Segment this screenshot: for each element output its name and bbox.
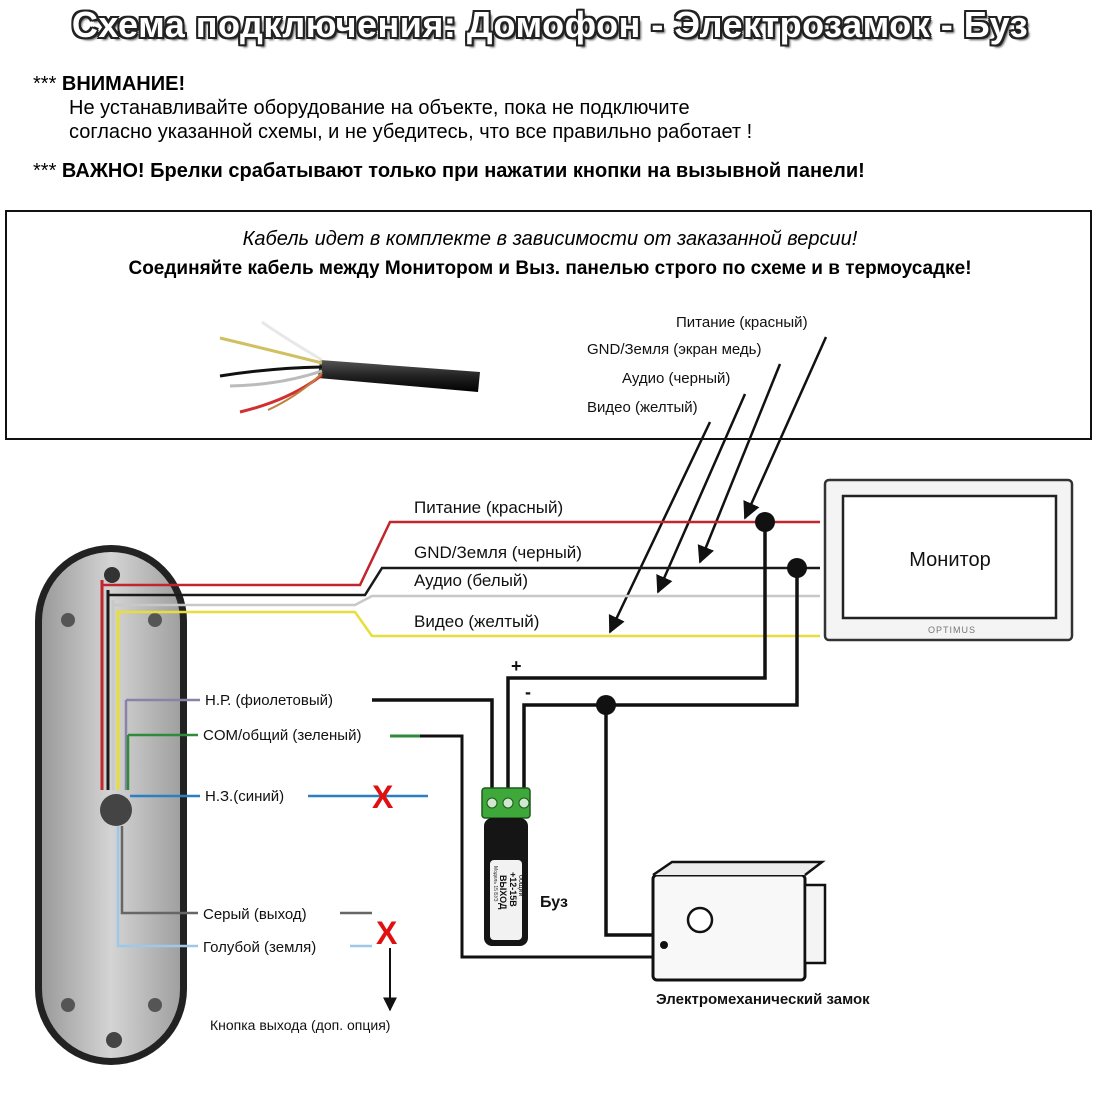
wire-label-power: Питание (красный): [414, 498, 563, 517]
lock-label: Электромеханический замок: [656, 991, 870, 1008]
important-text: ВАЖНО! Брелки срабатывают только при наж…: [61, 160, 865, 182]
wire-video: [118, 610, 820, 638]
psu-body-text-2: +12-15В: [508, 872, 518, 907]
arrow-power: [743, 336, 828, 520]
warning-title: ВНИМАНИЕ!: [61, 73, 186, 95]
cable-illustration: [219, 320, 480, 414]
warning-block: *** ВНИМАНИЕ! Не устанавливайте оборудов…: [33, 72, 752, 144]
electromechanical-lock: [651, 860, 827, 982]
warning-line-1: Не устанавливайте оборудование на объект…: [69, 97, 690, 119]
psu-label: Буз: [540, 894, 568, 911]
psu-body-text-1: ВЫХОД: [498, 875, 508, 910]
exit-button-label: Кнопка выхода (доп. опция): [210, 1017, 390, 1033]
wire-label-com: COM/общий (зеленый): [203, 727, 361, 744]
cable-note-italic: Кабель идет в комплекте в зависимости от…: [242, 228, 858, 250]
wire-com-to-lock: [390, 734, 655, 959]
wire-label-blue: Голубой (земля): [203, 939, 316, 956]
important-stars: ***: [33, 160, 57, 182]
psu-model: Модель 15 БУЗ: [492, 866, 498, 902]
cable-label-gnd: GND/Земля (экран медь): [587, 341, 762, 358]
cable-sheath: [318, 360, 480, 392]
panel-camera: [104, 567, 120, 583]
warning-stars: ***: [33, 73, 57, 95]
wire-label-video: Видео (желтый): [414, 612, 539, 631]
warning-line-2: согласно указанной схемы, и не убедитесь…: [69, 121, 753, 143]
warning-heading: *** ВНИМАНИЕ!: [33, 72, 752, 96]
wire-audio: [113, 594, 820, 607]
wire-label-gnd: GND/Земля (черный): [414, 543, 582, 562]
wire-gnd: [108, 566, 820, 597]
wire-psu-plus: [506, 522, 767, 790]
cable-label-power: Питание (красный): [676, 314, 808, 331]
panel-wire-exit: [100, 794, 132, 826]
psu-minus-label: -: [525, 682, 531, 702]
wire-lock-minus: [604, 705, 655, 937]
psu-plus-label: +: [511, 656, 522, 676]
wire-psu-minus: [522, 568, 799, 790]
important-note: *** ВАЖНО! Брелки срабатывают только при…: [33, 160, 865, 183]
call-panel: [35, 545, 187, 1065]
arrow-audio: [656, 393, 747, 594]
cable-label-video: Видео (желтый): [587, 399, 698, 416]
wire-no-to-psu: [372, 698, 494, 790]
exit-cross-mark: X: [376, 915, 398, 951]
wire-power: [102, 520, 820, 587]
nc-cross-mark: X: [372, 779, 394, 815]
cable-label-audio: Аудио (черный): [622, 370, 730, 387]
psu-module: ВЫХОД +12-15В общий Модель 15 БУЗ: [481, 787, 531, 946]
psu-body-text-3: общий: [517, 875, 525, 897]
arrow-video: [608, 421, 712, 634]
wire-label-gray: Серый (выход): [203, 906, 307, 923]
wire-label-nc: Н.З.(синий): [205, 788, 284, 805]
monitor-brand: OPTIMUS: [928, 625, 976, 635]
cable-info-box: [5, 210, 1092, 440]
page-title: Схема подключения: Домофон - Электрозамо…: [71, 4, 1029, 45]
wire-label-audio: Аудио (белый): [414, 571, 528, 590]
arrow-gnd: [697, 363, 782, 564]
wire-label-no: Н.Р. (фиолетовый): [205, 692, 333, 709]
monitor-label: Монитор: [909, 549, 990, 571]
monitor: Монитор OPTIMUS: [823, 478, 1074, 642]
cable-note-bold: Соединяйте кабель между Монитором и Выз.…: [128, 258, 972, 279]
